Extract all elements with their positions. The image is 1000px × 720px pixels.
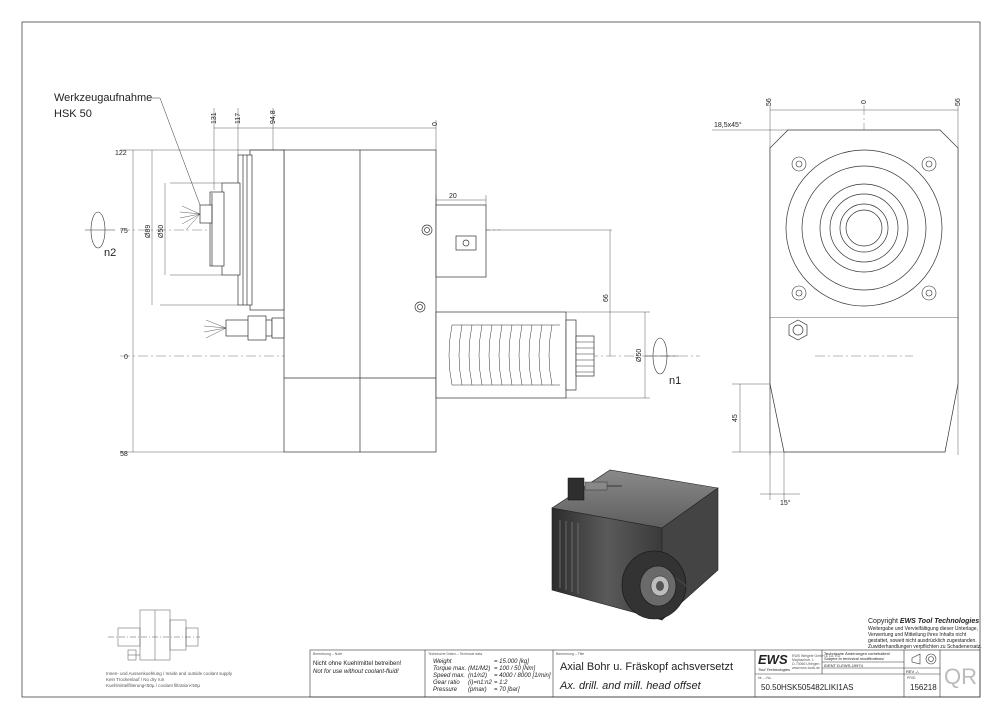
dim-15-deg: 15° [780,499,791,507]
coolant-note-line1: Innen- und Aussenkuehlung / Inside and o… [106,671,233,676]
dim-122: 122 [115,150,127,157]
coolant-note: Innen- und Aussenkuehlung / Inside and o… [106,671,233,688]
remark-en: Not for use without coolant-fluid! [313,669,399,675]
front-view [85,97,700,453]
remark-de: Nicht ohne Kuehlmittel betreiben! [313,661,402,667]
notice-de: Technische Änderungen vorbehalten! [824,651,890,656]
title-de: Axial Bohr u. Fräskopf achsversetzt [560,661,733,673]
ident-field: IDENT D-EWS-19974 [824,663,864,668]
company-line3: D-73066 Uhingen [792,662,819,666]
tech-data-header: Technische Daten – Technical data [428,652,482,656]
dim-131: 131 [211,112,218,124]
tech-row-label: Speed max. [433,673,465,679]
dim-45: 45 [732,414,739,422]
tech-row-value: = 1:2 [494,680,508,686]
qr-placeholder: QR [944,664,977,689]
isometric-render [551,469,719,621]
dim-56-right: 56 [955,98,962,106]
dim-0-top: 0 [432,122,439,126]
dim-66: 66 [603,294,610,302]
title-header: Benennung – Title [556,652,584,656]
dim-phi50-right: Ø50 [636,349,643,362]
tech-row-value: = 15.000 [kg] [494,659,529,665]
ews-logo: EWS [758,652,788,667]
n2-label: n2 [104,247,116,259]
dim-phi89: Ø89 [145,225,152,238]
tech-row-label: Torque max. [433,666,466,672]
dim-0-side: 0 [861,100,868,104]
tech-row-label: Gear ratio [433,680,460,686]
copyright-line3: Verwertung und Mitteilung ihres Inhalts … [868,632,967,638]
svg-text:Copyright EWS Tool Technologie: Copyright EWS Tool Technologies [868,618,979,625]
dim-20: 20 [449,193,457,200]
remark-header: Bemerkung – Note [313,652,342,656]
tech-data-table: Weight = 15.000 [kg] Torque max. (M1/M2)… [433,659,551,693]
dim-0-left: 0 [124,354,128,361]
part-id: 156218 [910,683,937,692]
company-line4: www.ews-tools.de [792,666,820,670]
tech-row-sym: (pmax) [468,687,487,693]
tech-row-label: Weight [433,659,452,665]
copyright-line5: Zuwiderhandlungen verpflichten zu Schade… [868,644,982,650]
dim-75: 75 [120,228,128,235]
projection-symbol [911,653,937,665]
coolant-note-line3: Kuehlmittelfilterung<50µ / coolant filtr… [106,683,200,688]
dim-56-left: 56 [766,98,773,106]
n1-label: n1 [669,375,681,387]
copyright-block: Copyright EWS Tool Technologies Weiterga… [868,618,982,650]
number-header: Nr. – No. [758,676,772,680]
dim-chamfer: 18,5x45° [714,121,742,129]
tech-row-value: = 70 [bar] [494,687,520,693]
company-line2: Maybachstr. 1 [792,658,814,662]
tech-row-label: Pressure [433,687,458,693]
company-line1: EWS Weigele GmbH & Co. KG [792,654,841,658]
copyright-prefix: Copyright [868,618,900,625]
side-view [712,105,959,500]
tech-row-sym: (M1/M2) [468,666,490,672]
id-header: PRID [907,676,916,680]
dim-58: 58 [120,451,128,458]
copyright-brand: EWS Tool Technologies [900,618,979,625]
revision-field: REV -/- [906,669,920,674]
tech-row-value: = 4000 / 8000 [1/min] [494,673,551,679]
front-view-labels: Werkzeugaufnahme HSK 50 n2 n1 131 117 94… [54,92,681,458]
side-view-labels: 56 0 56 18,5x45° 45 15° [714,98,962,507]
dim-117: 117 [235,113,242,124]
tech-row-sym: (n1/n2) [468,673,487,679]
part-number: 50.50HSK505482LIKI1AS [761,683,854,692]
coolant-note-line2: Kein Trockenlauf / No dry run [106,677,165,682]
ews-logo-sub: Tool Technologies [758,667,790,672]
hsk-label: HSK 50 [54,108,92,120]
notice-en: Subject to technical modifications! [824,656,885,661]
tech-row-sym: (i)=n1:n2 [468,680,493,686]
dim-94-8: 94,8 [270,110,277,124]
copyright-line4: gestattet, soweit nicht ausdrücklich zug… [868,638,977,644]
title-block: Bemerkung – Note Nicht ohne Kuehlmittel … [309,649,981,698]
tech-row-value: = 100 / 50 [Nm] [494,666,536,672]
copyright-line2: Weitergabe und Vervielfältigung dieser U… [868,626,978,632]
dim-phi50-left: Ø50 [158,225,165,238]
title-en: Ax. drill. and mill. head offset [559,680,702,692]
tool-holder-label: Werkzeugaufnahme [54,92,152,104]
coolant-schematic [108,609,200,661]
